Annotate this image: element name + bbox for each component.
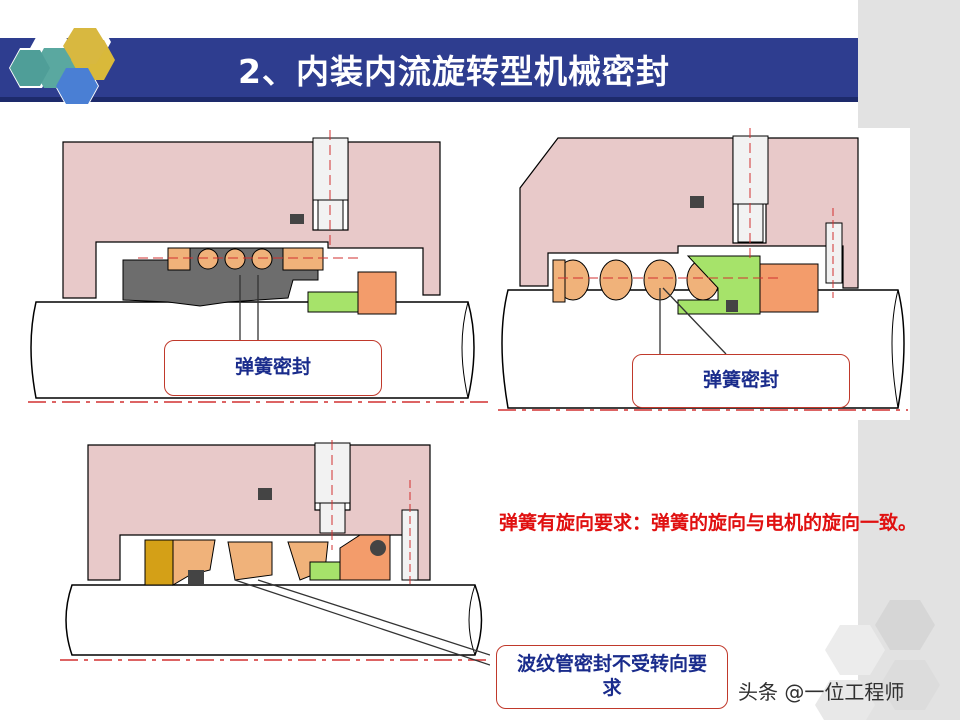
- callout-spring-seal-right: 弹簧密封: [632, 354, 850, 408]
- callout-spring-seal-left: 弹簧密封: [164, 340, 382, 396]
- watermark: 头条 @一位工程师: [738, 680, 905, 704]
- callout-bellows-seal: 波纹管密封不受转向要求: [496, 645, 728, 709]
- spring-direction-note: 弹簧有旋向要求：弹簧的旋向与电机的旋向一致。: [498, 512, 917, 534]
- slide-title: 2、内装内流旋转型机械密封: [238, 52, 670, 91]
- diagram-bottom: [60, 440, 490, 670]
- hexagon-cluster-icon: [9, 22, 115, 106]
- decor-hexagons: [815, 600, 940, 720]
- title-bar: [0, 38, 858, 102]
